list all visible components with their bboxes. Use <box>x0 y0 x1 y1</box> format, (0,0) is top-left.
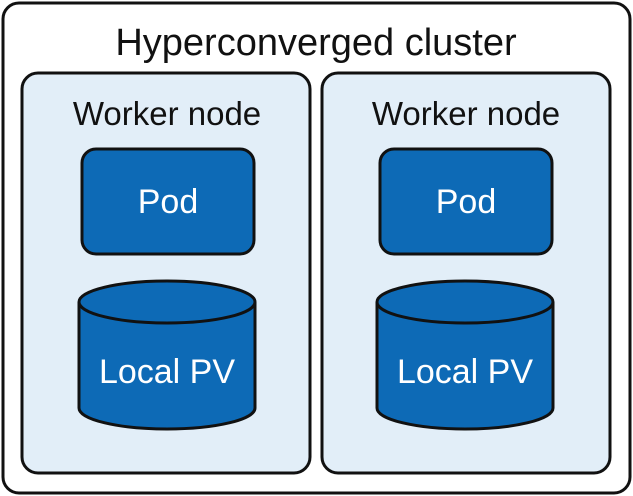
cluster-title: Hyperconverged cluster <box>115 22 517 64</box>
local-pv-cylinder <box>77 279 257 431</box>
worker-node-title: Worker node <box>73 95 261 132</box>
pod-box <box>378 147 554 256</box>
pod-label: Pod <box>138 183 199 221</box>
cylinder-body <box>375 302 555 431</box>
local-pv-label: Local PV <box>99 353 235 391</box>
local-pv-cylinder <box>375 279 555 431</box>
pod-box <box>80 147 256 256</box>
cylinder-top <box>77 279 257 325</box>
cylinder-body <box>77 302 257 431</box>
pod-label: Pod <box>436 183 497 221</box>
local-pv-label: Local PV <box>397 353 533 391</box>
cylinder-top <box>375 279 555 325</box>
worker-node-1: Worker node Pod Local PV <box>20 71 312 475</box>
worker-node-2: Worker node Pod Local PV <box>320 71 612 475</box>
worker-node-title: Worker node <box>372 95 560 132</box>
